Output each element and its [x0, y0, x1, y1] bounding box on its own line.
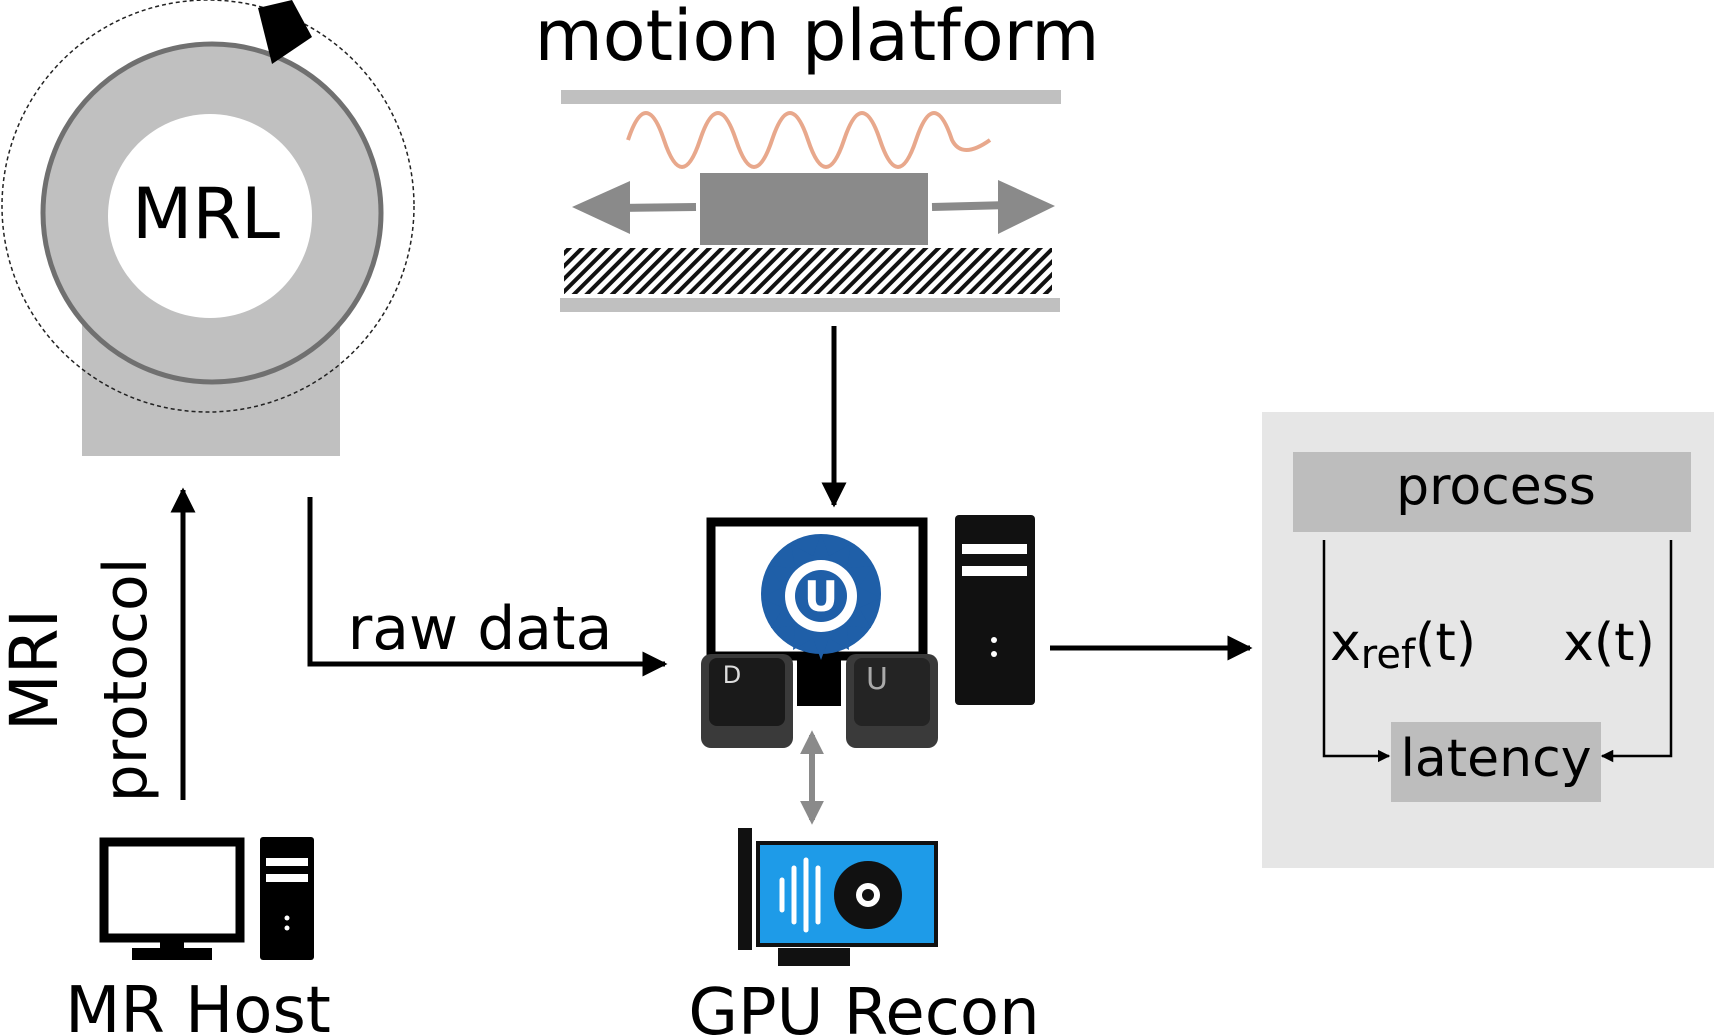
gpu-card-icon — [738, 828, 938, 966]
platform-top-plate — [561, 90, 1061, 104]
gpu-heatsink — [779, 857, 821, 933]
gpu-bracket — [738, 828, 752, 950]
keycap-d-icon: D — [701, 654, 793, 748]
gpu-connector — [778, 948, 850, 966]
mrl-bore — [108, 114, 312, 318]
host-monitor-base — [132, 948, 212, 960]
xt-label: x(t) — [1563, 613, 1655, 673]
linac-head — [258, 0, 312, 64]
latency-panel: process xref(t) x(t) latency — [1262, 412, 1714, 868]
xref-base: x — [1330, 613, 1361, 673]
mrl-scanner: MRL — [1, 0, 415, 456]
gpu-recon-label: GPU Recon — [688, 976, 1039, 1036]
logo-letter: U — [804, 572, 838, 621]
protocol-label: protocol — [91, 558, 161, 803]
mr-host-label: MR Host — [65, 974, 331, 1036]
process-label: process — [1396, 457, 1596, 517]
xref-subscript: ref — [1361, 632, 1416, 678]
recon-workstation-icon: U D U — [701, 515, 1035, 748]
motion-platform-title: motion platform — [535, 0, 1100, 77]
latency-box — [1391, 722, 1601, 802]
host-monitor — [99, 837, 245, 943]
arrow-raw-data — [307, 497, 668, 677]
recon-tower — [955, 515, 1035, 705]
xref-connector — [1322, 540, 1391, 763]
xref-label: xref(t) — [1330, 613, 1476, 678]
motion-waveform — [626, 111, 992, 169]
host-monitor-stand — [160, 938, 184, 950]
host-tower — [260, 837, 314, 960]
move-right-shaft — [931, 201, 1011, 211]
platform-bottom-plate — [560, 298, 1060, 312]
keycap-u-label: U — [866, 662, 888, 697]
motion-platform: motion platform — [535, 0, 1100, 312]
platform-slider-block — [700, 173, 928, 245]
process-box — [1293, 452, 1691, 532]
mrl-label: MRL — [132, 173, 280, 255]
xref-tail: (t) — [1415, 613, 1476, 673]
raw-data-label: raw data — [348, 594, 613, 664]
xt-connector — [1600, 540, 1673, 763]
keycap-d-label: D — [723, 661, 741, 689]
platform-rail-hatch — [564, 248, 1052, 294]
latency-label: latency — [1400, 729, 1591, 789]
university-logo-icon: U — [761, 534, 881, 660]
move-left-arrowhead — [572, 181, 630, 234]
mr-host-computer-icon — [99, 837, 314, 960]
mri-label: MRI — [0, 609, 73, 731]
keycap-u-icon: U — [846, 654, 938, 748]
recon-monitor-stand — [797, 656, 841, 706]
mrl-rotation-path — [1, 0, 415, 413]
move-right-arrowhead — [998, 180, 1055, 234]
